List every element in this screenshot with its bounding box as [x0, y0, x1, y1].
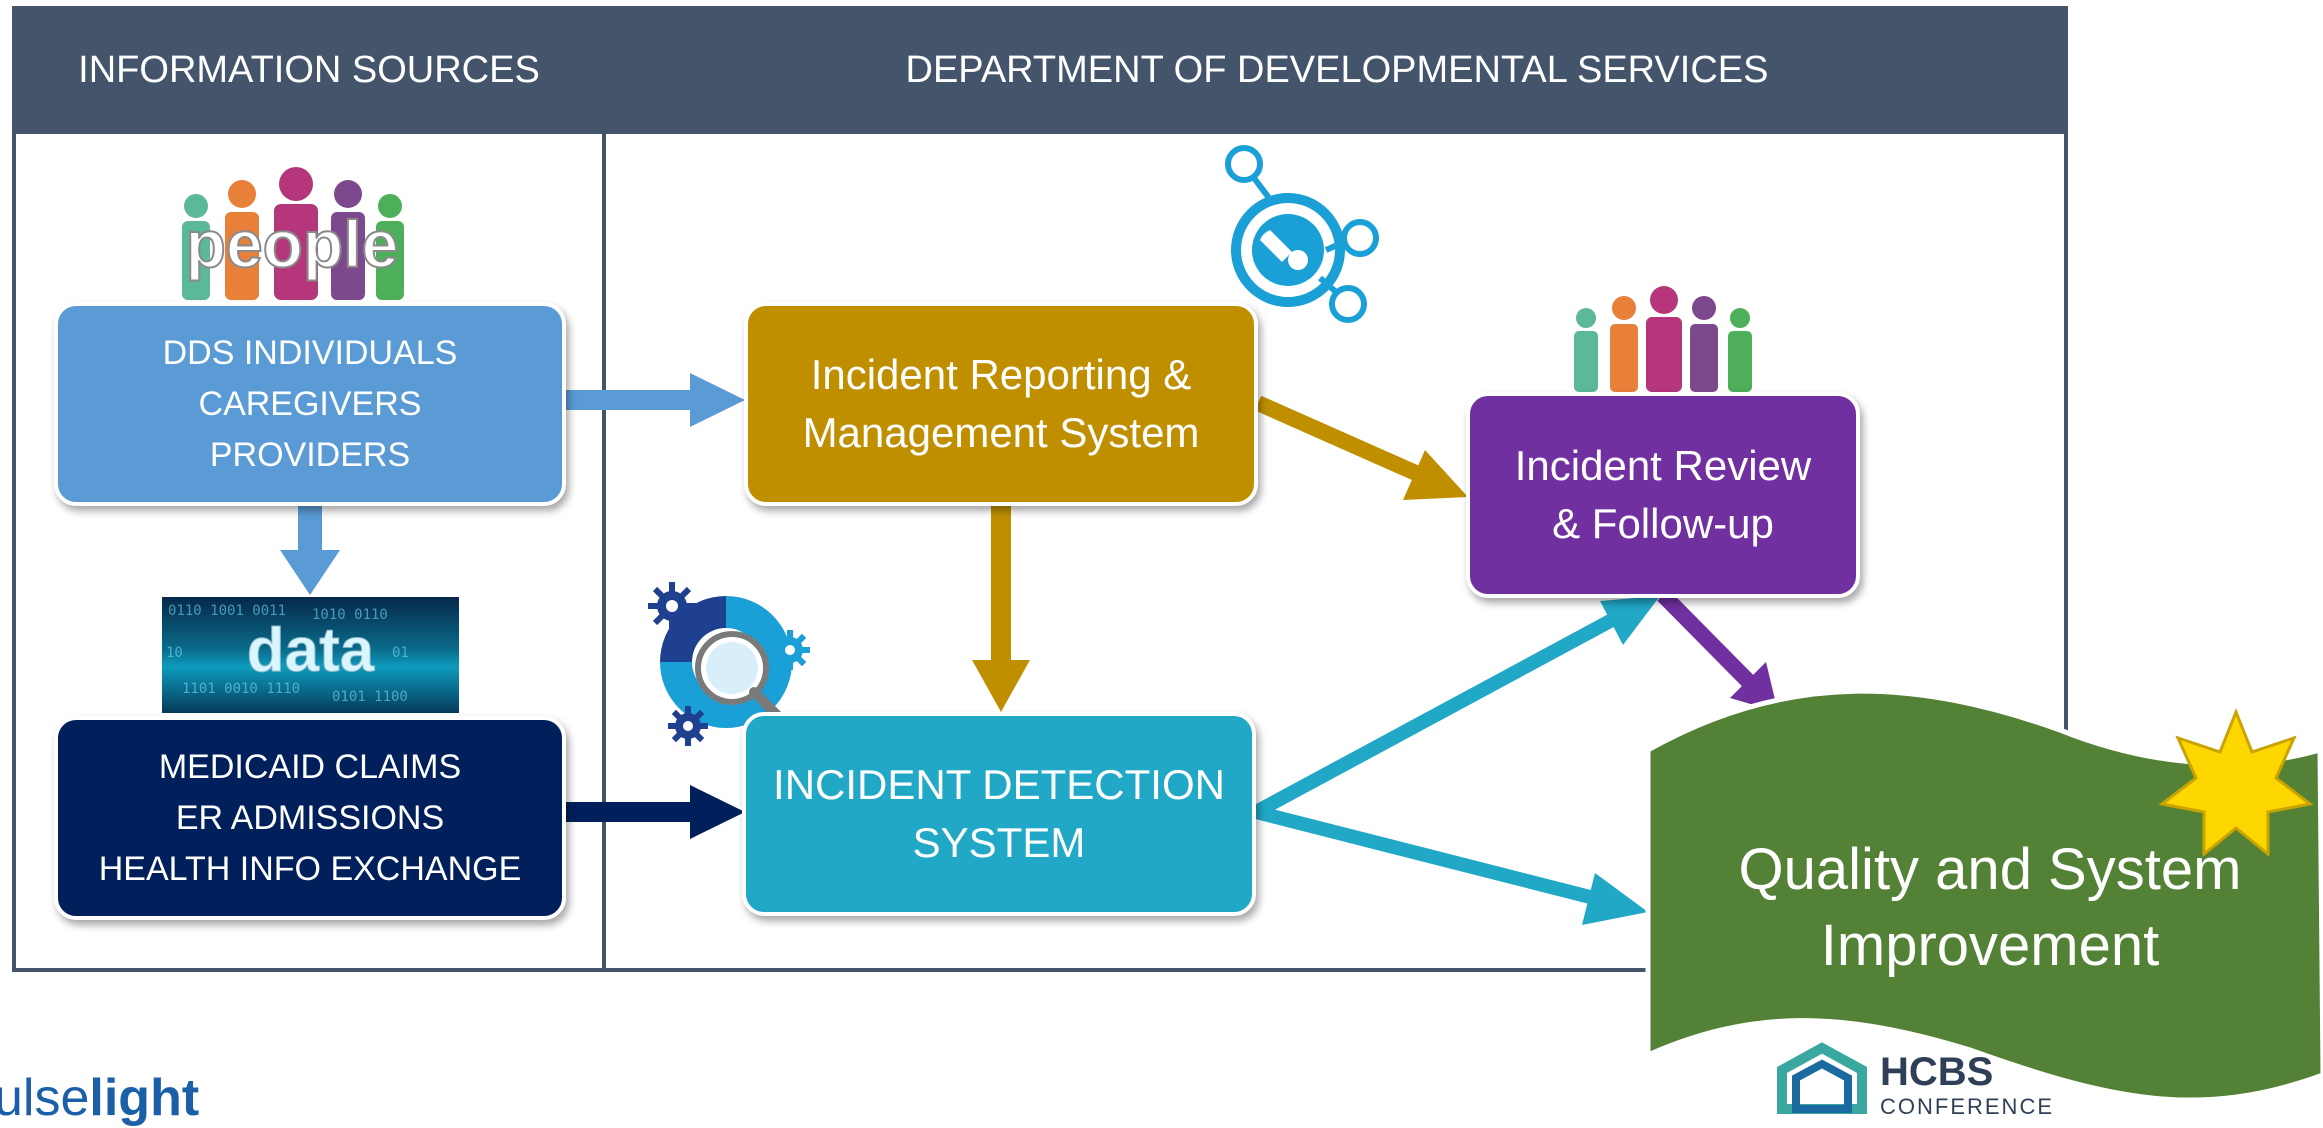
medicaid-line-3: HEALTH INFO EXCHANGE — [98, 849, 522, 888]
svg-text:0101 1100: 0101 1100 — [332, 689, 408, 705]
svg-text:0110 1001 0011: 0110 1001 0011 — [168, 603, 286, 619]
wrench-network-icon — [1225, 145, 1379, 323]
quality-banner-shape — [1645, 688, 2323, 1103]
arrow-dds-to-data — [280, 505, 340, 595]
arrow-reporting-to-review-head — [1403, 450, 1468, 500]
arrow-detection-to-review-head — [1600, 596, 1660, 645]
arrow-dds-to-reporting — [565, 373, 745, 427]
svg-text:1010 0110: 1010 0110 — [312, 607, 388, 623]
header-information-sources: INFORMATION SOURCES — [12, 6, 606, 134]
people-group-icon-small — [1574, 286, 1752, 392]
dds-sources-box: DDS INDIVIDUALS CAREGIVERS PROVIDERS — [54, 302, 566, 506]
quality-line-2: Improvement — [1820, 913, 2160, 978]
quality-banner-label: Quality and System Improvement — [1690, 832, 2290, 984]
star-icon — [2158, 707, 2314, 858]
medicaid-line-1: MEDICAID CLAIMS — [158, 747, 462, 786]
incident-reporting-box: Incident Reporting & Management System — [744, 302, 1258, 506]
arrow-detection-to-outcome-shaft — [1254, 805, 1592, 904]
medicaid-line-2: ER ADMISSIONS — [175, 798, 445, 837]
dds-line-3: PROVIDERS — [209, 435, 411, 474]
arrow-medicaid-to-detection — [565, 785, 745, 839]
incident-detection-box: INCIDENT DETECTION SYSTEM — [742, 712, 1256, 916]
review-line-1: Incident Review — [1514, 442, 1812, 489]
dds-line-2: CAREGIVERS — [198, 384, 422, 423]
data-image-label: data — [246, 616, 375, 686]
arrow-detection-to-outcome-head — [1582, 873, 1648, 925]
detection-line-2: SYSTEM — [912, 819, 1086, 866]
brand-logo: ulselight — [0, 1068, 199, 1128]
hcbs-logo-icon — [1777, 1042, 1867, 1114]
header-sources-label: INFORMATION SOURCES — [78, 48, 540, 91]
arrow-detection-to-review-shaft — [1252, 613, 1616, 819]
arrow-review-to-outcome-head — [1730, 662, 1778, 712]
gear-magnifier-icon — [648, 582, 810, 746]
detection-line-1: INCIDENT DETECTION — [773, 761, 1225, 808]
arrow-reporting-to-review-shaft — [1254, 395, 1422, 482]
brand-logo-left: ulse — [0, 1069, 90, 1127]
reporting-line-1: Incident Reporting & — [810, 351, 1192, 398]
hcbs-conference-text: CONFERENCE — [1880, 1094, 2055, 1119]
svg-text:1101 0010 1110: 1101 0010 1110 — [182, 681, 300, 697]
quality-line-1: Quality and System — [1738, 837, 2242, 902]
data-banner-icon: 0110 1001 0011 1010 0110 1101 0010 1110 01… — [162, 597, 459, 713]
people-image-label: people — [185, 206, 400, 282]
review-line-2: & Follow-up — [1552, 500, 1774, 547]
brand-logo-right: light — [89, 1069, 200, 1127]
hcbs-logo-text: HCBS — [1880, 1050, 1994, 1094]
dds-line-1: DDS INDIVIDUALS — [162, 333, 458, 372]
people-group-icon — [182, 167, 404, 300]
arrow-review-to-outcome-shaft — [1657, 589, 1754, 687]
arrow-reporting-to-detection — [972, 505, 1030, 712]
incident-review-box: Incident Review & Follow-up — [1466, 392, 1860, 598]
data-banner-binary: 0110 1001 0011 1010 0110 1101 0010 1110 01… — [166, 603, 409, 705]
header-department-label: DEPARTMENT OF DEVELOPMENTAL SERVICES — [905, 48, 1769, 91]
svg-text:10: 10 — [166, 645, 183, 661]
svg-text:01: 01 — [392, 645, 409, 661]
header-department: DEPARTMENT OF DEVELOPMENTAL SERVICES — [606, 6, 2068, 134]
reporting-line-2: Management System — [802, 409, 1200, 456]
medicaid-sources-box: MEDICAID CLAIMS ER ADMISSIONS HEALTH INF… — [54, 716, 566, 920]
